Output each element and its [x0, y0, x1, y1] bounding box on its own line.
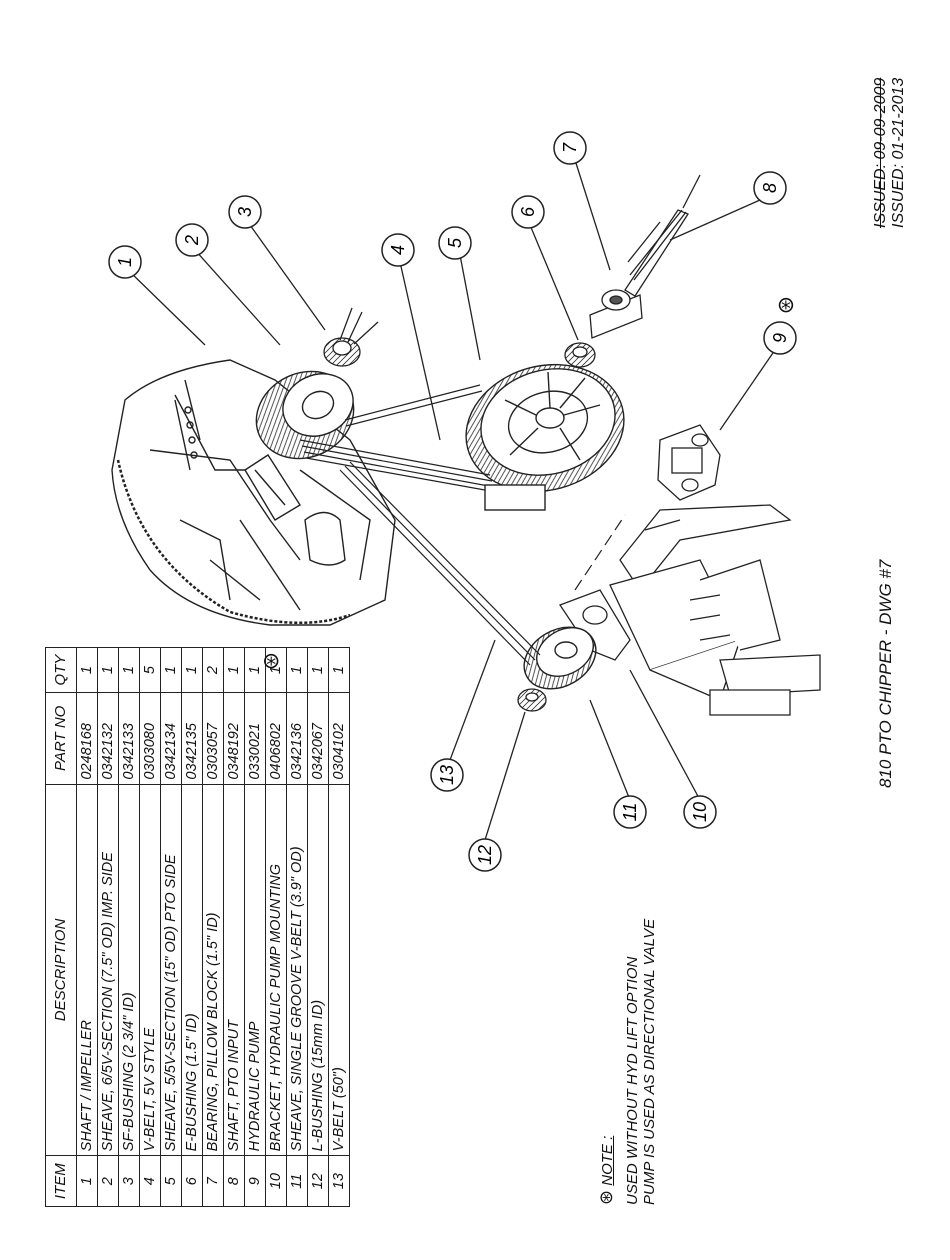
- balloon-circle: [430, 758, 464, 792]
- balloon-13: 13: [430, 758, 464, 792]
- balloon-12: 12: [468, 838, 502, 872]
- impeller-shaft: [244, 454, 301, 521]
- balloon-number: 7: [560, 142, 580, 153]
- pillow-block-bearing: [589, 289, 643, 339]
- asterisk-marker-table: ⊛: [262, 648, 281, 673]
- balloon-3: 3: [228, 195, 262, 229]
- sheave-pto-side: [465, 363, 625, 511]
- sf-bushing: [323, 307, 379, 367]
- l-bushing: [517, 688, 547, 712]
- hydraulic-pump: [657, 424, 721, 501]
- balloon-circle: [468, 838, 502, 872]
- balloon-number: 4: [388, 245, 408, 255]
- balloon-circle: [381, 233, 415, 267]
- balloon-5: 5: [438, 226, 472, 260]
- v-belt-50in: [339, 461, 541, 666]
- balloon-circle: [438, 226, 472, 260]
- balloon-circle: [753, 171, 787, 205]
- balloon-number: 12: [475, 845, 495, 865]
- v-belt-5v: [299, 384, 497, 493]
- balloon-number: 3: [235, 207, 255, 217]
- e-bushing: [564, 342, 596, 368]
- balloon-4: 4: [381, 233, 415, 267]
- balloon-circle: [683, 795, 717, 829]
- balloon-2: 2: [175, 223, 209, 257]
- balloon-number: 8: [760, 183, 780, 193]
- balloon-number: 2: [182, 235, 202, 246]
- pto-input-shaft: [624, 174, 701, 297]
- asterisk-marker-balloon: ⊛: [777, 293, 795, 318]
- balloon-circle: [511, 195, 545, 229]
- balloon-number: 1: [115, 257, 135, 267]
- balloon-11: 11: [613, 795, 647, 829]
- balloon-number: 5: [445, 237, 465, 248]
- balloon-number: 9: [770, 333, 790, 343]
- balloon-6: 6: [511, 195, 545, 229]
- pump-mounting-bracket: [559, 504, 821, 716]
- balloon-number: 6: [518, 206, 538, 217]
- balloon-1: 1: [108, 245, 142, 279]
- balloon-8: 8: [753, 171, 787, 205]
- balloon-number: 10: [690, 802, 710, 822]
- sheave-impeller-side: [255, 370, 355, 460]
- leader-lines: [127, 159, 776, 841]
- balloon-circle: [175, 223, 209, 257]
- balloon-circle: [613, 795, 647, 829]
- balloon-10: 10: [683, 795, 717, 829]
- balloon-circle: [763, 321, 797, 355]
- balloon-circle: [228, 195, 262, 229]
- balloon-circle: [553, 131, 587, 165]
- balloon-9: 9: [763, 321, 797, 355]
- assembly-centerline: [574, 514, 626, 591]
- balloon-circle: [108, 245, 142, 279]
- balloon-number: 11: [620, 803, 640, 822]
- sheave-single-groove: [523, 626, 597, 690]
- balloon-7: 7: [553, 131, 587, 165]
- balloon-number: 13: [437, 765, 457, 785]
